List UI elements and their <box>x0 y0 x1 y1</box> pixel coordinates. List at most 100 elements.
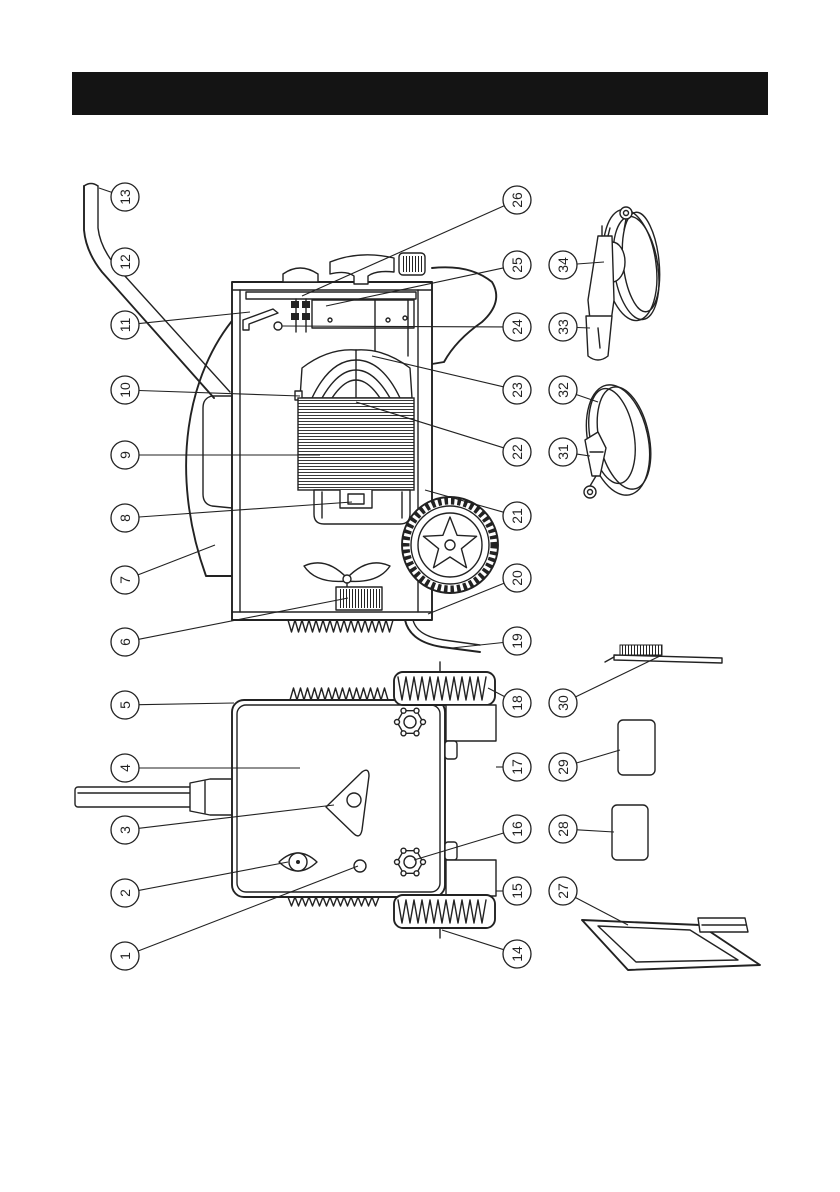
callout-number: 20 <box>509 570 525 586</box>
callout-leader-line <box>442 930 504 950</box>
ring-lug <box>620 207 632 219</box>
callout-17: 17 <box>496 753 531 781</box>
front-panel-view <box>75 688 445 906</box>
top-cap <box>283 268 318 282</box>
callout-number: 22 <box>509 444 525 460</box>
callout-number: 33 <box>555 319 571 335</box>
callout-32: 32 <box>549 376 598 404</box>
axle-housing-upper <box>446 705 496 741</box>
callout-30: 30 <box>549 655 662 717</box>
rail-grip-plate <box>203 396 232 508</box>
mounting-plate <box>246 292 416 299</box>
terminal-center <box>404 716 416 728</box>
callout-29: 29 <box>549 750 620 781</box>
callout-number: 6 <box>117 638 133 646</box>
ground-clamp <box>577 379 659 501</box>
terminal-nub <box>421 860 426 865</box>
callout-leader-line <box>577 830 614 832</box>
callout-14: 14 <box>442 930 531 968</box>
terminal-center <box>404 856 416 868</box>
cooling-fins-top <box>290 688 388 700</box>
lower-coil <box>314 490 410 524</box>
callout-number: 10 <box>117 382 133 398</box>
callout-number: 2 <box>117 889 133 897</box>
electrode-holder <box>586 206 665 360</box>
cooling-fins-bottom <box>288 897 379 906</box>
brush-handle <box>614 655 722 663</box>
terminal-nub <box>401 708 406 713</box>
callout-28: 28 <box>549 815 614 843</box>
callout-number: 19 <box>509 633 525 649</box>
adjuster-screw <box>274 322 282 330</box>
cable-port <box>347 793 361 807</box>
callout-number: 23 <box>509 382 525 398</box>
callout-number: 27 <box>555 883 571 899</box>
wheel-side-view <box>402 497 498 593</box>
callout-number: 31 <box>555 444 571 460</box>
face-shield <box>582 918 760 970</box>
rear-skid <box>432 267 496 364</box>
terminal-nub <box>395 860 400 865</box>
rear-skid-outline <box>432 267 496 364</box>
handle-rod <box>75 787 197 807</box>
terminal-nub <box>395 720 400 725</box>
cooling-fins-side <box>288 620 393 632</box>
side-handle-rail <box>186 316 236 576</box>
nut <box>291 301 299 308</box>
callout-number: 28 <box>555 821 571 837</box>
callout-number: 30 <box>555 695 571 711</box>
wheel-hub <box>445 540 455 550</box>
terminal-nub <box>414 708 419 713</box>
callout-7: 7 <box>111 545 215 594</box>
core-laminations <box>298 398 414 490</box>
callout-number: 1 <box>117 952 133 960</box>
glass-plate <box>612 805 648 860</box>
cable-outer <box>405 620 480 652</box>
terminal-nub <box>401 848 406 853</box>
callout-number: 18 <box>509 695 525 711</box>
handle-tube-outer <box>84 186 214 398</box>
terminal-nub <box>401 871 406 876</box>
carrying-handle <box>84 184 230 399</box>
callout-leader-line <box>452 643 503 649</box>
foot <box>445 842 457 860</box>
callout-26: 26 <box>302 186 531 296</box>
clamp-jaws <box>585 432 606 476</box>
callout-number: 34 <box>555 257 571 273</box>
callout-number: 11 <box>117 318 133 333</box>
callout-15: 15 <box>496 877 531 905</box>
callout-number: 16 <box>509 821 525 837</box>
callout-number: 25 <box>509 257 525 273</box>
indicator-light <box>354 860 366 872</box>
nut <box>302 301 310 308</box>
lug-stem <box>590 476 596 486</box>
callout-number: 4 <box>117 764 133 772</box>
callout-31: 31 <box>549 438 590 466</box>
callout-number: 14 <box>509 946 525 962</box>
glass-plate <box>618 720 655 775</box>
callout-number: 17 <box>509 759 525 775</box>
holder-jaw <box>608 228 610 236</box>
power-cable <box>405 620 480 652</box>
terminal-nub <box>401 731 406 736</box>
terminal-nub <box>414 731 419 736</box>
end-knob-grip <box>402 256 422 272</box>
foot <box>445 741 457 759</box>
callout-leader-line <box>577 328 590 329</box>
callout-number: 32 <box>555 382 571 398</box>
callout-number: 5 <box>117 701 133 709</box>
nut <box>302 313 310 320</box>
axle-housing-lower <box>446 860 496 896</box>
handle-bracket <box>190 779 232 815</box>
nut <box>291 313 299 320</box>
callout-12: 12 <box>111 248 139 276</box>
terminal-nub <box>421 720 426 725</box>
brush-bristles <box>620 645 662 655</box>
callout-number: 13 <box>117 189 133 205</box>
callout-leader-line <box>99 188 112 192</box>
callout-number: 24 <box>509 319 525 335</box>
callout-27: 27 <box>549 877 628 925</box>
callout-number: 7 <box>117 576 133 584</box>
lug-stem <box>624 219 626 230</box>
callout-5: 5 <box>111 691 234 719</box>
